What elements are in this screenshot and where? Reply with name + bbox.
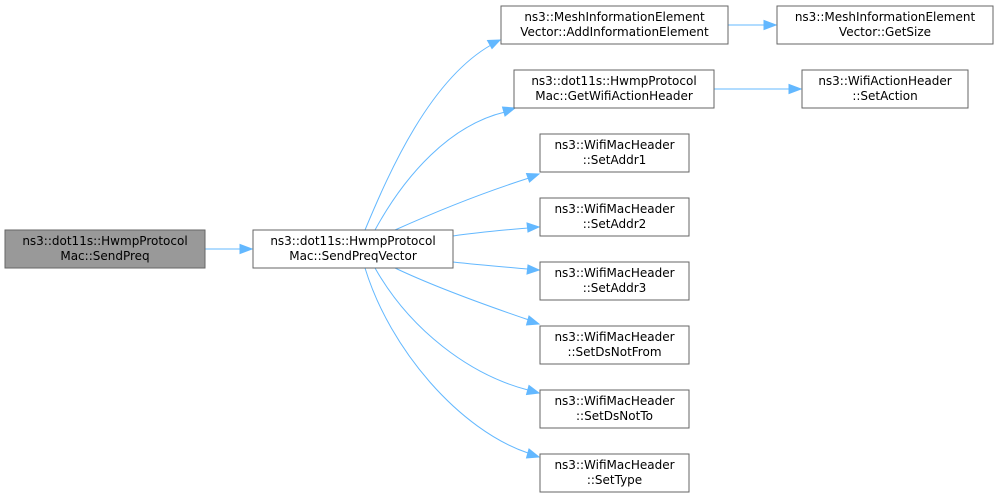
edge-send-preq-to-send-preq-vector (205, 243, 254, 255)
node-send-preq-line2: Mac::SendPreq (60, 249, 149, 263)
node-get-wifi-action-header-line1: ns3::dot11s::HwmpProtocol (531, 74, 696, 88)
node-get-size-line2: Vector::GetSize (839, 25, 931, 39)
node-set-ds-not-to-line2: ::SetDsNotTo (576, 409, 653, 423)
node-set-addr1-line2: ::SetAddr1 (583, 153, 647, 167)
node-add-information-element-line1: ns3::MeshInformationElement (524, 10, 705, 24)
node-set-type[interactable]: ns3::WifiMacHeader ::SetType (539, 453, 690, 493)
node-get-size[interactable]: ns3::MeshInformationElement Vector::GetS… (776, 5, 994, 45)
node-get-size-line1: ns3::MeshInformationElement (795, 10, 976, 24)
node-set-ds-not-to-line1: ns3::WifiMacHeader (554, 394, 674, 408)
edge-to-set-type (364, 267, 541, 459)
edge-to-set-addr1 (394, 172, 541, 231)
edge-get-wifi-action-header-to-set-action (714, 83, 803, 95)
node-add-information-element-line2: Vector::AddInformationElement (520, 25, 709, 39)
node-send-preq-vector-line2: Mac::SendPreqVector (289, 249, 417, 263)
node-set-action[interactable]: ns3::WifiActionHeader ::SetAction (801, 69, 969, 109)
edge-add-information-element-to-get-size (728, 19, 778, 31)
node-set-addr3-line1: ns3::WifiMacHeader (554, 266, 674, 280)
node-get-wifi-action-header[interactable]: ns3::dot11s::HwmpProtocol Mac::GetWifiAc… (513, 69, 715, 109)
node-set-action-line2: ::SetAction (852, 89, 917, 103)
node-set-type-line1: ns3::WifiMacHeader (554, 458, 674, 472)
node-send-preq[interactable]: ns3::dot11s::HwmpProtocol Mac::SendPreq (4, 229, 206, 269)
node-set-action-line1: ns3::WifiActionHeader (818, 74, 951, 88)
node-get-wifi-action-header-line2: Mac::GetWifiActionHeader (535, 89, 693, 103)
node-set-ds-not-from-line1: ns3::WifiMacHeader (554, 330, 674, 344)
edge-to-add-information-element (364, 39, 502, 231)
node-send-preq-vector-line1: ns3::dot11s::HwmpProtocol (270, 234, 435, 248)
node-set-ds-not-from[interactable]: ns3::WifiMacHeader ::SetDsNotFrom (539, 325, 690, 365)
node-send-preq-line1: ns3::dot11s::HwmpProtocol (22, 234, 187, 248)
node-set-ds-not-to[interactable]: ns3::WifiMacHeader ::SetDsNotTo (539, 389, 690, 429)
node-set-addr2-line2: ::SetAddr2 (583, 217, 647, 231)
node-send-preq-vector[interactable]: ns3::dot11s::HwmpProtocol Mac::SendPreqV… (252, 229, 454, 269)
node-set-addr2[interactable]: ns3::WifiMacHeader ::SetAddr2 (539, 197, 690, 237)
node-set-addr3[interactable]: ns3::WifiMacHeader ::SetAddr3 (539, 261, 690, 301)
node-add-information-element[interactable]: ns3::MeshInformationElement Vector::AddI… (500, 5, 729, 45)
edge-to-set-ds-not-from (394, 267, 541, 326)
node-set-addr1[interactable]: ns3::WifiMacHeader ::SetAddr1 (539, 133, 690, 173)
node-set-type-line2: ::SetType (587, 473, 642, 487)
edge-to-set-addr2 (452, 222, 541, 237)
node-set-addr1-line1: ns3::WifiMacHeader (554, 138, 674, 152)
node-set-addr3-line2: ::SetAddr3 (583, 281, 647, 295)
edge-to-set-addr3 (452, 261, 541, 275)
node-set-ds-not-from-line2: ::SetDsNotFrom (567, 345, 661, 359)
edge-to-set-ds-not-to (374, 267, 541, 396)
node-set-addr2-line1: ns3::WifiMacHeader (554, 202, 674, 216)
edge-to-get-wifi-action-header (374, 106, 517, 231)
